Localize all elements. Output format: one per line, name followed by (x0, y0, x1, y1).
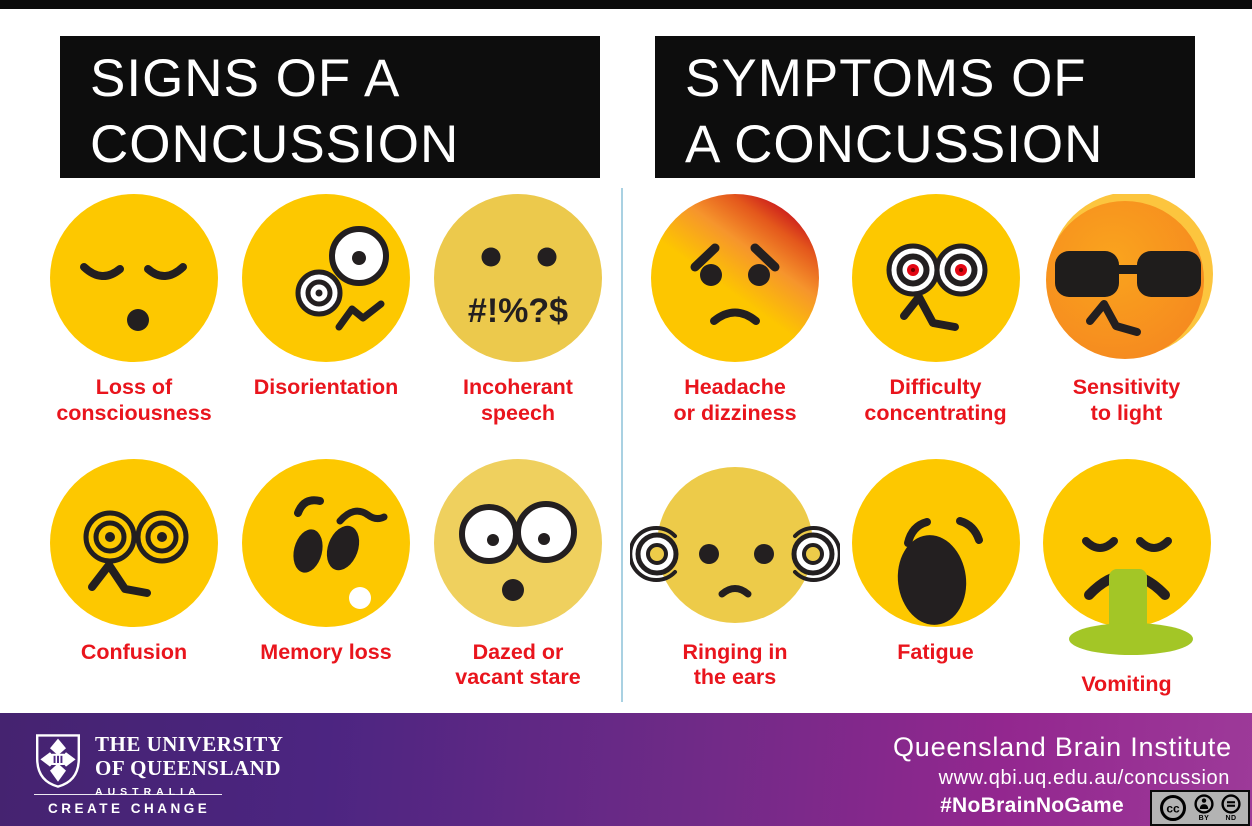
symptom-item-difficulty-concentrating: Difficulty concentrating (840, 194, 1031, 427)
sign-item-disorientation: Disorientation (230, 194, 422, 427)
face-loss-of-consciousness-icon (50, 194, 218, 362)
face-incoherant-speech-icon: #!%?$ (434, 194, 602, 362)
grawlix-mouth-text: #!%?$ (468, 292, 568, 330)
cc-by: BY (1194, 794, 1214, 822)
cc-by-label: BY (1198, 815, 1210, 822)
symptom-item-ringing-ears: Ringing in the ears (630, 459, 840, 698)
label-incoherant-speech: Incoherant speech (463, 375, 573, 425)
university-name: THE UNIVERSITY OF QUEENSLAND (95, 732, 284, 780)
symptom-item-fatigue: Fatigue (840, 458, 1031, 698)
sign-item-incoherant-speech: #!%?$ Incoherant speech (422, 194, 614, 427)
face-dazed-stare-icon (434, 458, 602, 627)
label-disorientation: Disorientation (253, 375, 399, 399)
footer-bar: THE UNIVERSITY OF QUEENSLAND AUSTRALIA C… (0, 713, 1252, 826)
cc-license-badge: cc BY ND (1150, 790, 1250, 826)
label-dazed-stare: Dazed or vacant stare (455, 639, 581, 690)
signs-header: SIGNS OF A CONCUSSION (60, 36, 600, 178)
uq-shield-icon (36, 734, 80, 788)
label-loss-of-consciousness: Loss of consciousness (56, 375, 212, 425)
label-sensitivity-to-light: Sensitivity to light (1072, 375, 1181, 425)
cc-nd-label: ND (1225, 815, 1237, 822)
cc-by-icon (1194, 794, 1214, 814)
cc-nd: ND (1221, 794, 1241, 822)
signs-grid: Loss of consciousness Disorientation #!%… (38, 194, 614, 691)
face-vomiting-icon (1042, 458, 1211, 655)
sign-item-confusion: Confusion (38, 458, 230, 692)
website-url: www.qbi.uq.edu.au/concussion (938, 767, 1230, 789)
uq-rule-line (34, 794, 222, 795)
cc-glyph: cc (1166, 802, 1180, 816)
hashtag: #NoBrainNoGame (940, 794, 1124, 817)
label-memory-loss: Memory loss (260, 639, 392, 664)
face-disorientation-icon (242, 194, 410, 362)
label-ringing-ears: Ringing in the ears (682, 639, 788, 690)
top-border (0, 0, 1252, 9)
face-ringing-ears-icon (630, 466, 840, 623)
face-confusion-icon (50, 458, 218, 627)
uq-wordmark: THE UNIVERSITY OF QUEENSLAND AUSTRALIA (95, 732, 284, 799)
symptom-item-vomiting: Vomiting (1031, 458, 1222, 698)
label-confusion: Confusion (80, 639, 188, 664)
symptom-item-headache: Headache or dizziness (630, 194, 840, 427)
label-fatigue: Fatigue (897, 639, 974, 664)
face-headache-icon (651, 194, 819, 362)
sign-item-memory-loss: Memory loss (230, 458, 422, 692)
uq-logo: THE UNIVERSITY OF QUEENSLAND AUSTRALIA (34, 732, 284, 799)
face-fatigue-icon (851, 458, 1020, 627)
create-change-tagline: CREATE CHANGE (48, 801, 211, 816)
face-difficulty-concentrating-icon (851, 194, 1020, 362)
symptoms-grid: Headache or dizziness Difficulty concent… (630, 194, 1222, 697)
country-label: AUSTRALIA (95, 786, 201, 799)
label-headache: Headache or dizziness (673, 375, 797, 425)
label-vomiting: Vomiting (1081, 671, 1172, 696)
cc-nd-icon (1221, 794, 1241, 814)
cc-icon: cc (1160, 795, 1186, 821)
institute-name: Queensland Brain Institute (893, 732, 1232, 762)
label-difficulty-concentrating: Difficulty concentrating (864, 375, 1007, 425)
symptoms-header: SYMPTOMS OF A CONCUSSION (655, 36, 1195, 178)
sign-item-dazed-stare: Dazed or vacant stare (422, 458, 614, 692)
face-sensitivity-to-light-icon (1045, 194, 1213, 359)
sign-item-loss-of-consciousness: Loss of consciousness (38, 194, 230, 427)
divider-line (621, 188, 623, 702)
face-memory-loss-icon (242, 458, 410, 627)
symptom-item-sensitivity-to-light: Sensitivity to light (1031, 194, 1222, 427)
